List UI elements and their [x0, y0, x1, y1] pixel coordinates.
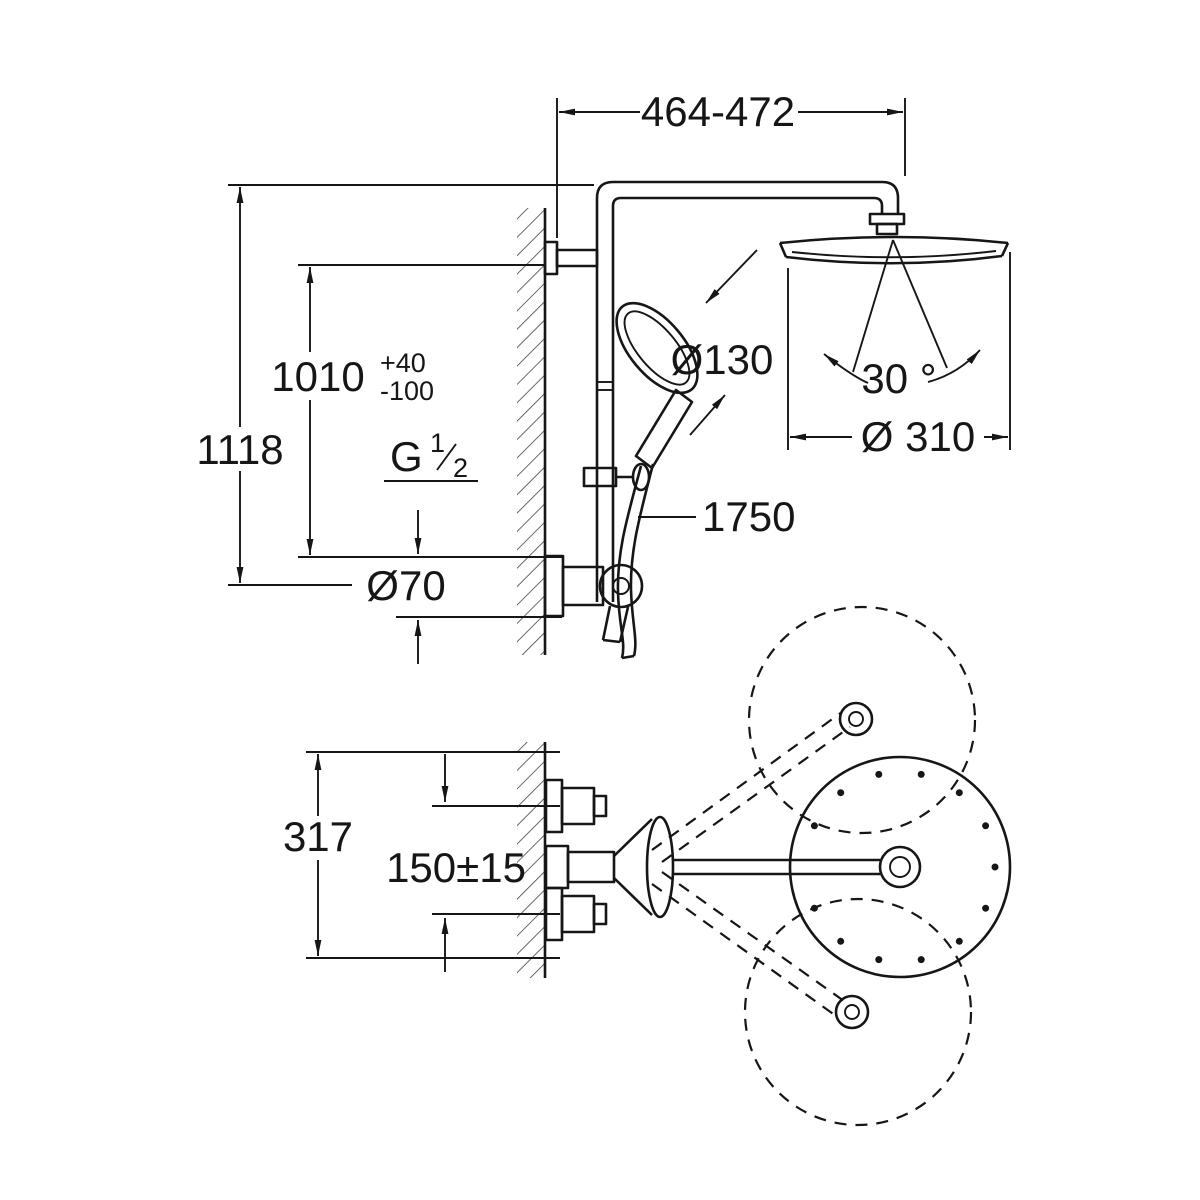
main-height-tolerance-plus: +40 — [380, 348, 426, 378]
main-height-label: 1010 — [271, 353, 364, 400]
dimension-plan-depth: 317 — [283, 751, 560, 959]
main-height-tolerance-minus: -100 — [380, 376, 434, 406]
head-shower-plan — [788, 755, 1012, 979]
hose-length-value: 1750 — [702, 493, 795, 540]
dimension-head-diameter: Ø 310 — [787, 252, 1011, 460]
dimension-total-height: 1118 — [196, 184, 594, 586]
thread-letter: G — [390, 433, 423, 480]
head-shower-swivel-positions — [651, 605, 977, 1127]
shower-riser-pipe — [543, 180, 906, 602]
thermostat-valve-side — [543, 554, 644, 644]
dimension-connection-diameter: Ø70 — [366, 510, 562, 664]
thermostat-valve-plan — [544, 778, 880, 942]
wall-section-side — [517, 208, 547, 655]
dimension-swivel-angle: 30 ° — [823, 239, 981, 402]
dimension-width-range: 464-472 — [556, 88, 906, 238]
dimension-main-height: 1010 +40 -100 — [271, 264, 562, 558]
plan-depth-label: 317 — [283, 813, 353, 860]
handle-spacing-label: 150±15 — [386, 844, 526, 891]
swivel-angle-label: 30 ° — [861, 355, 936, 402]
shower-hose — [616, 463, 655, 660]
head-shower-side — [778, 235, 1010, 265]
width-range-label: 464-472 — [641, 88, 795, 135]
hand-shower-diameter-label: Ø130 — [671, 336, 774, 383]
thread-size-label: G 1 2 — [384, 428, 478, 483]
thread-denominator: 2 — [453, 453, 468, 483]
hose-length-label: 1750 — [638, 493, 795, 540]
total-height-label: 1118 — [196, 426, 283, 473]
connection-diameter-label: Ø70 — [366, 562, 445, 609]
dimension-hand-shower-diameter: Ø130 — [671, 249, 774, 436]
dimension-handle-spacing: 150±15 — [386, 754, 560, 972]
thread-numerator: 1 — [430, 428, 445, 458]
head-diameter-label: Ø 310 — [861, 413, 975, 460]
